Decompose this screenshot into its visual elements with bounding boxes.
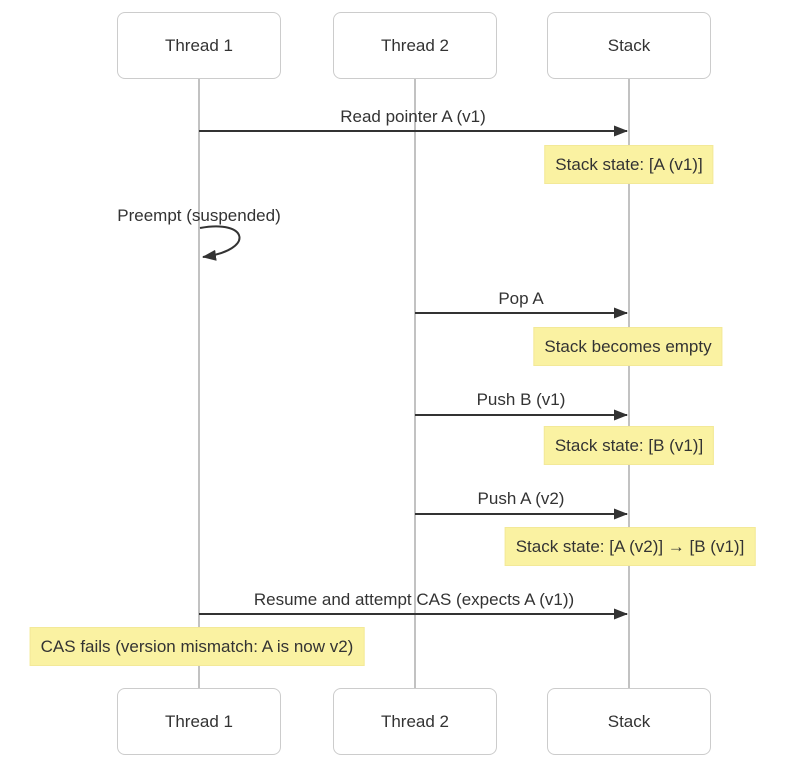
note-cas-fails: CAS fails (version mismatch: A is now v2… (29, 627, 365, 666)
arrow-self-loop-preempt (199, 225, 241, 261)
note-stack-becomes-empty: Stack becomes empty (533, 327, 723, 366)
message-label-resume-cas: Resume and attempt CAS (expects A (v1)) (253, 590, 575, 609)
note-stack-state-b-v1: Stack state: [B (v1)] (543, 426, 715, 465)
message-label-read-pointer-a-v1: Read pointer A (v1) (340, 107, 486, 126)
participant-stack-top-label: Stack (607, 35, 651, 55)
note-stack-state-a-v2-b-v1: Stack state: [A (v2)] → [B (v1)] (504, 527, 756, 566)
participant-stack-bottom: Stack (547, 688, 711, 755)
participant-thread-2-bottom: Thread 2 (333, 688, 497, 755)
participant-thread-2-top-label: Thread 2 (380, 35, 450, 55)
participant-thread-2-bottom-label: Thread 2 (380, 711, 450, 731)
participant-thread-1-top: Thread 1 (117, 12, 281, 79)
participant-stack-bottom-label: Stack (607, 711, 651, 731)
participant-thread-1-bottom: Thread 1 (117, 688, 281, 755)
message-label-push-a-v2: Push A (v2) (477, 489, 565, 508)
message-label-pop-a: Pop A (498, 289, 544, 308)
participant-thread-1-top-label: Thread 1 (164, 35, 234, 55)
message-label-push-b-v1: Push B (v1) (476, 390, 566, 409)
participant-thread-1-bottom-label: Thread 1 (164, 711, 234, 731)
note-stack-state-a-v1: Stack state: [A (v1)] (544, 145, 714, 184)
participant-thread-2-top: Thread 2 (333, 12, 497, 79)
message-label-preempt-suspended: Preempt (suspended) (117, 206, 281, 225)
participant-stack-top: Stack (547, 12, 711, 79)
